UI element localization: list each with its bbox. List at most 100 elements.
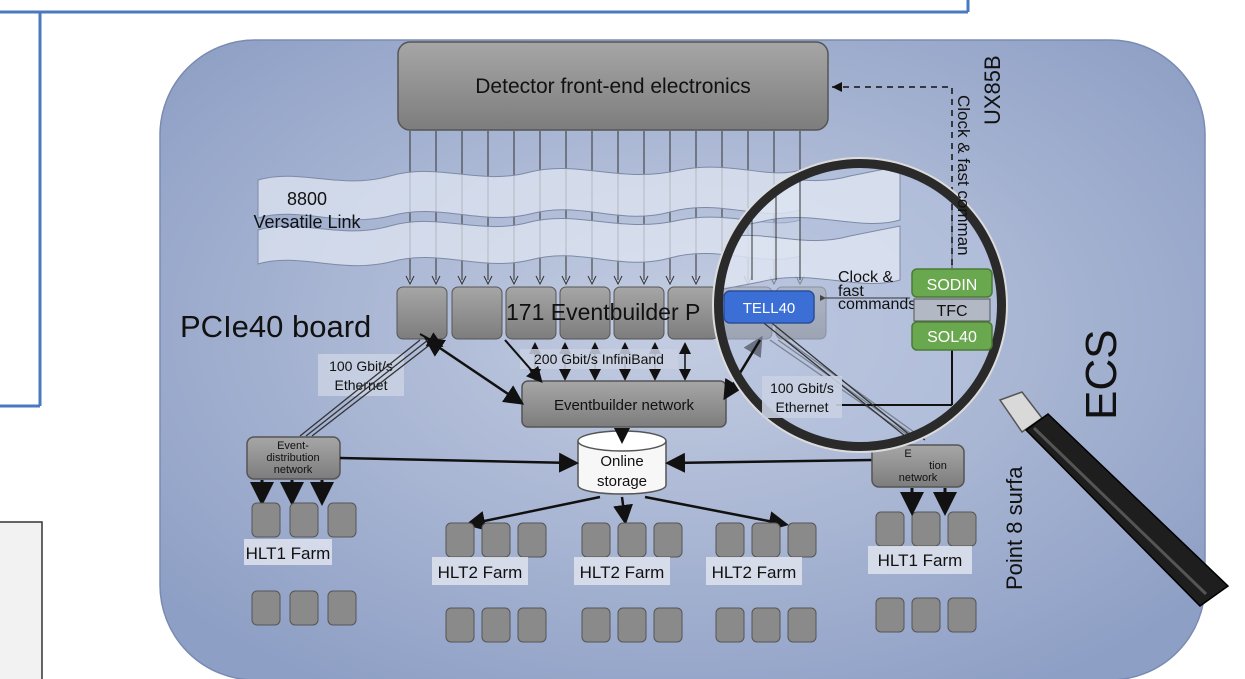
clock-fast-label-3: commands bbox=[838, 296, 916, 313]
eth-left-label-1: 100 Gbit/s bbox=[329, 358, 393, 374]
clock-fast-label-1: Clock & bbox=[838, 269, 893, 286]
farm-node bbox=[875, 511, 905, 547]
edn-right-label-3: network bbox=[899, 472, 938, 484]
side-panel-box bbox=[0, 521, 43, 679]
clock-vertical-label: Clock & fast comman bbox=[954, 95, 973, 256]
eb-pc-box bbox=[396, 286, 448, 340]
versatile-link-arrowhead bbox=[431, 275, 441, 286]
edn-right-label-2: tion bbox=[929, 460, 947, 472]
pcie40-pointer bbox=[419, 332, 444, 347]
farm-node bbox=[445, 522, 475, 558]
versatile-link-label: Versatile Link bbox=[253, 212, 361, 232]
versatile-link-arrowhead bbox=[639, 275, 649, 286]
hlt2-b-label-bg bbox=[574, 557, 670, 585]
farm-node bbox=[517, 607, 547, 643]
ux85b-label: UX85B bbox=[980, 55, 1005, 125]
farm-node bbox=[911, 511, 941, 547]
lens-handle-shine bbox=[1032, 426, 1208, 596]
farm-node bbox=[911, 597, 941, 633]
farm-node bbox=[327, 502, 357, 538]
edn-left-label-2: distribution bbox=[266, 452, 319, 464]
eb-pc-box bbox=[613, 286, 665, 340]
eth-right-label-1: 100 Gbit/s bbox=[770, 380, 834, 396]
farm-node bbox=[481, 607, 511, 643]
point8-label: Point 8 surfa bbox=[1002, 466, 1027, 590]
eb-pc-box bbox=[505, 286, 557, 340]
farm-node bbox=[581, 607, 611, 643]
versatile-link-arrowhead bbox=[509, 275, 519, 286]
lens-handle bbox=[1024, 413, 1230, 607]
versatile-link-arrowhead bbox=[535, 275, 545, 286]
edn-left-label-3: network bbox=[274, 464, 313, 476]
sol40-label: SOL40 bbox=[927, 329, 977, 346]
sol40-box bbox=[911, 321, 993, 351]
pc-to-ebnet-link bbox=[504, 339, 543, 384]
farm-node bbox=[715, 607, 745, 643]
farm-node bbox=[617, 607, 647, 643]
infiniband-label: 200 Gbit/s InfiniBand bbox=[534, 351, 664, 367]
farm-node bbox=[947, 511, 977, 547]
hlt2-a-label: HLT2 Farm bbox=[438, 563, 523, 582]
farm-node bbox=[751, 522, 781, 558]
eth-left-label-2: Ethernet bbox=[335, 377, 388, 393]
daq-panel bbox=[159, 39, 1206, 679]
hlt2-c-label: HLT2 Farm bbox=[712, 563, 797, 582]
eth-right-label-2: Ethernet bbox=[776, 399, 829, 415]
hlt1-left-label: HLT1 Farm bbox=[246, 544, 331, 563]
hlt1-right-label: HLT1 Farm bbox=[878, 551, 963, 570]
edn-right-to-storage-link bbox=[665, 452, 873, 473]
clock-dashed-arrowhead bbox=[832, 82, 842, 92]
farm-node bbox=[445, 607, 475, 643]
versatile-link-arrowhead bbox=[587, 275, 597, 286]
storage-to-hlt2-link bbox=[613, 496, 633, 525]
edn-left-label-1: Event- bbox=[277, 440, 309, 452]
farm-node bbox=[653, 522, 683, 558]
farm-nodes bbox=[251, 502, 977, 643]
versatile-link-arrowhead bbox=[613, 275, 623, 286]
sodin-label: SODIN bbox=[927, 277, 978, 294]
sodin-box bbox=[911, 268, 993, 298]
tell40-box bbox=[723, 290, 815, 324]
farm-node bbox=[581, 522, 611, 558]
tell40-label: TELL40 bbox=[743, 300, 796, 317]
online-storage-label-2: storage bbox=[597, 473, 647, 490]
hlt2-b-label: HLT2 Farm bbox=[580, 563, 665, 582]
farm-node bbox=[481, 522, 511, 558]
pc-to-ebnet-link bbox=[423, 337, 525, 405]
farm-node bbox=[251, 590, 281, 626]
front-end-label: Detector front-end electronics bbox=[475, 75, 750, 98]
storage-to-hlt2-link bbox=[644, 495, 789, 531]
storage-to-hlt2-link bbox=[465, 495, 601, 531]
ecs-label: ECS bbox=[1077, 330, 1126, 420]
versatile-link-arrowhead bbox=[457, 275, 467, 286]
eb-network-label: Eventbuilder network bbox=[554, 397, 695, 414]
versatile-link-arrowhead bbox=[691, 275, 701, 286]
infiniband-label-bg bbox=[520, 349, 678, 369]
versatile-link-arrowhead bbox=[483, 275, 493, 286]
farm-node bbox=[715, 522, 745, 558]
pcie40-board-label: PCIe40 board bbox=[180, 309, 371, 344]
event-distribution-right-box bbox=[871, 444, 965, 488]
eb-pc-box bbox=[451, 286, 503, 340]
farm-node bbox=[787, 607, 817, 643]
farm-node bbox=[289, 502, 319, 538]
versatile-link-arrowhead bbox=[405, 275, 415, 286]
hlt2-c-label-bg bbox=[706, 557, 802, 585]
front-end-box bbox=[397, 41, 829, 131]
eb-pc-box bbox=[559, 286, 611, 340]
farm-node bbox=[751, 607, 781, 643]
lens-rim bbox=[713, 158, 1007, 452]
farm-node bbox=[787, 522, 817, 558]
tfc-box bbox=[913, 298, 991, 322]
hlt1-left-label-bg bbox=[244, 539, 332, 565]
versatile-link-arrowhead bbox=[665, 275, 675, 286]
farm-node bbox=[251, 502, 281, 538]
edn-right-label-1: E bbox=[904, 448, 911, 460]
eth-left-label-bg bbox=[318, 354, 404, 396]
edn-to-storage-link bbox=[339, 452, 579, 473]
farm-node bbox=[517, 522, 547, 558]
farm-node bbox=[289, 590, 319, 626]
farm-node bbox=[947, 597, 977, 633]
magnifier bbox=[712, 157, 1230, 607]
